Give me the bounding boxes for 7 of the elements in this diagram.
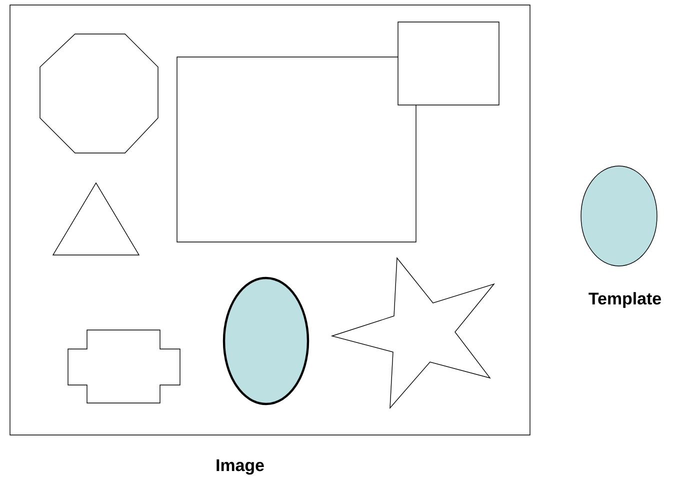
rectangle-shape (398, 22, 500, 106)
octagon-shape (40, 34, 158, 154)
ellipse-shape (222, 276, 310, 406)
cross-shape (68, 330, 180, 404)
rectangle-shape (176, 56, 416, 242)
caption-label: Image (216, 459, 264, 475)
caption-label: Template (588, 292, 661, 308)
